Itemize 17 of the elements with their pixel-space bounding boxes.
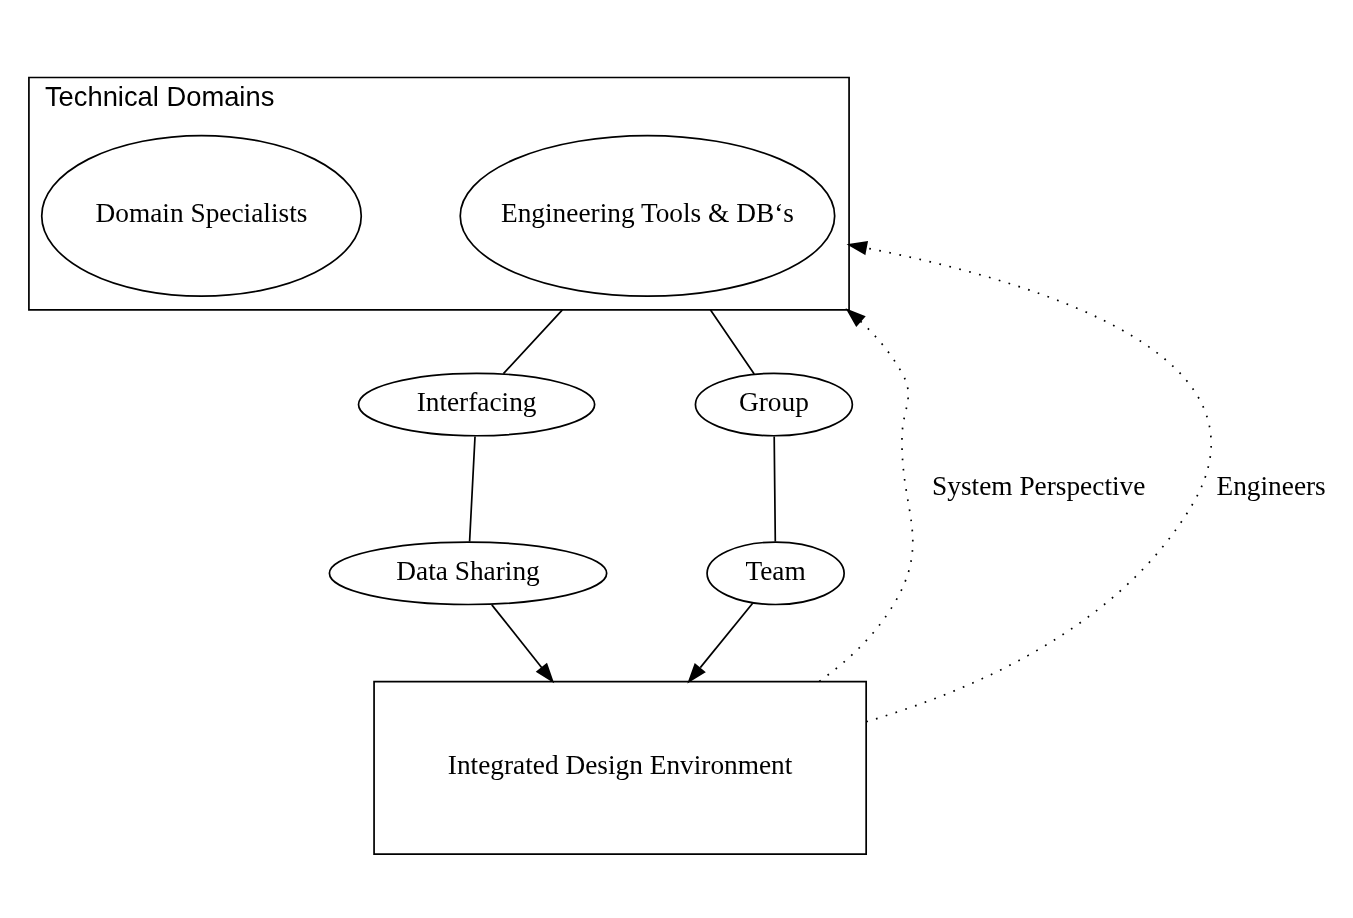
connector	[709, 309, 756, 375]
arrow	[490, 604, 555, 684]
arrow	[846, 241, 1212, 723]
edge-label: Engineers	[1216, 471, 1326, 502]
node-ellipse: Interfacing	[357, 372, 596, 437]
arrow	[818, 308, 914, 683]
node-ellipse: Engineering Tools & DB‘s	[459, 134, 836, 298]
connector	[468, 435, 476, 543]
edge-label: System Perspective	[932, 471, 1146, 502]
connector	[773, 435, 777, 543]
node-ellipse: Domain Specialists	[40, 134, 363, 298]
connector	[502, 309, 564, 375]
node-ellipse: Team	[706, 541, 845, 606]
node-ellipse: Data Sharing	[328, 541, 608, 606]
node-ellipse: Group	[694, 372, 854, 437]
node-box: Integrated Design Environment	[373, 680, 867, 856]
arrow	[687, 602, 754, 684]
